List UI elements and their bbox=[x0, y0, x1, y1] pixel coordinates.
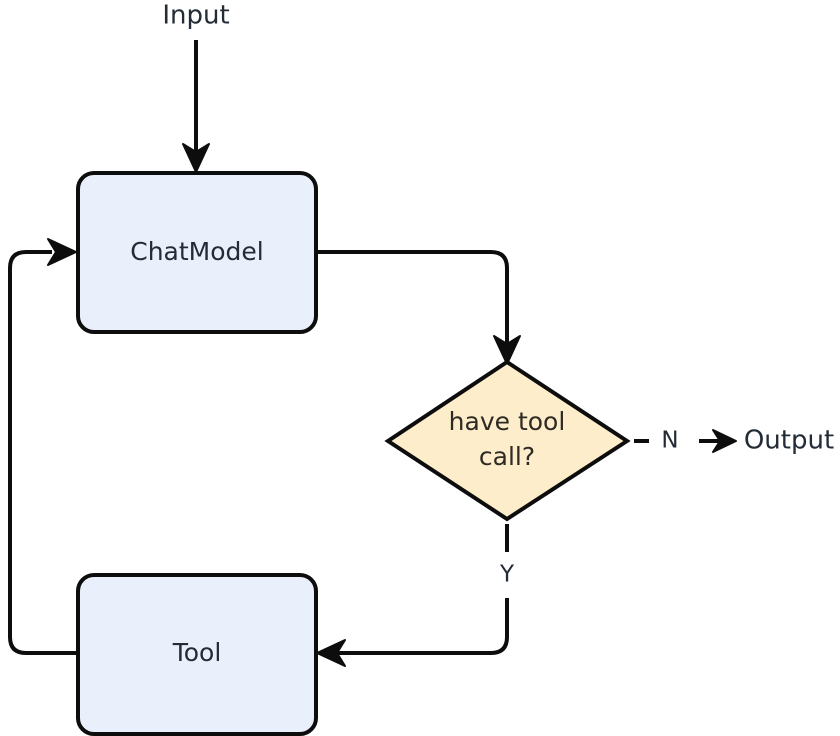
node-output-label: Output bbox=[744, 426, 834, 456]
node-decision-label-line2: call? bbox=[479, 442, 535, 471]
node-tool-label: Tool bbox=[172, 638, 222, 667]
node-input: Input bbox=[162, 1, 229, 31]
edge-label-n: N bbox=[661, 428, 678, 454]
arrowhead-icon bbox=[712, 429, 737, 453]
node-decision-label-line1: have tool bbox=[449, 407, 566, 436]
edge-line-decision-tool bbox=[338, 598, 509, 655]
edge-decision-to-tool: Y bbox=[316, 524, 515, 667]
node-chatmodel-label: ChatModel bbox=[130, 237, 263, 266]
edge-input-to-chatmodel bbox=[182, 40, 210, 173]
edge-tool-to-chatmodel bbox=[8, 238, 78, 655]
arrowhead-icon bbox=[47, 238, 77, 266]
arrowhead-icon bbox=[493, 335, 521, 365]
edge-line-chatmodel-decision bbox=[316, 250, 509, 344]
edge-decision-to-output: N bbox=[634, 428, 737, 454]
node-decision-diamond[interactable] bbox=[384, 359, 631, 522]
node-chatmodel[interactable]: ChatModel bbox=[76, 171, 318, 334]
node-tool[interactable]: Tool bbox=[76, 573, 318, 736]
node-input-label: Input bbox=[162, 1, 229, 31]
arrowhead-icon bbox=[182, 143, 210, 173]
node-output: Output bbox=[744, 426, 834, 456]
arrowhead-icon bbox=[316, 639, 346, 667]
edge-line-tool-chatmodel bbox=[8, 250, 78, 655]
edge-label-y: Y bbox=[499, 562, 515, 588]
edge-chatmodel-to-decision bbox=[316, 250, 521, 365]
node-decision[interactable]: have tool call? bbox=[384, 359, 631, 522]
